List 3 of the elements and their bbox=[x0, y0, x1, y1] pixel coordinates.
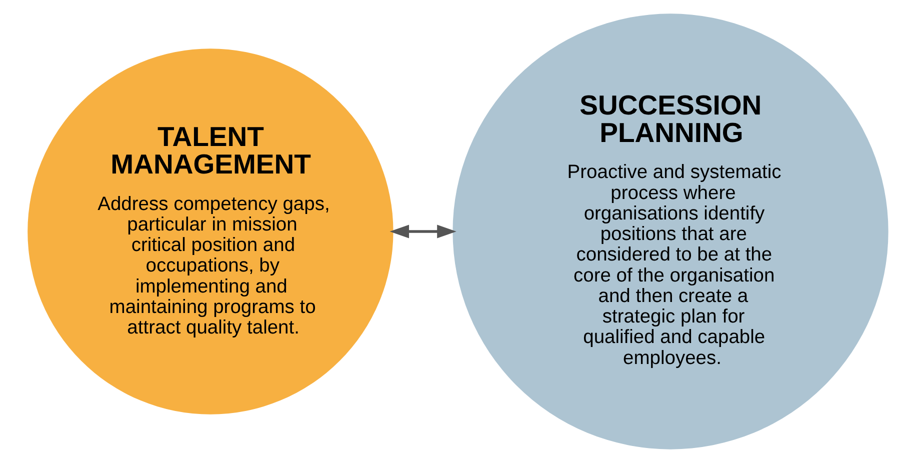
node-circle: TALENT MANAGEMENT Address competency gaps, particular in mission critical position and occupations, by implementing and maintaining programs to attract quality talent. bbox=[27, 48, 393, 414]
arrow bbox=[389, 224, 456, 238]
node-circle: SUCCESSION PLANNING Proactive and systematic process where organisations identify positions that are considered to be at the core of the organisation and then create a strategic plan for qualified and capable employees. bbox=[452, 14, 888, 450]
